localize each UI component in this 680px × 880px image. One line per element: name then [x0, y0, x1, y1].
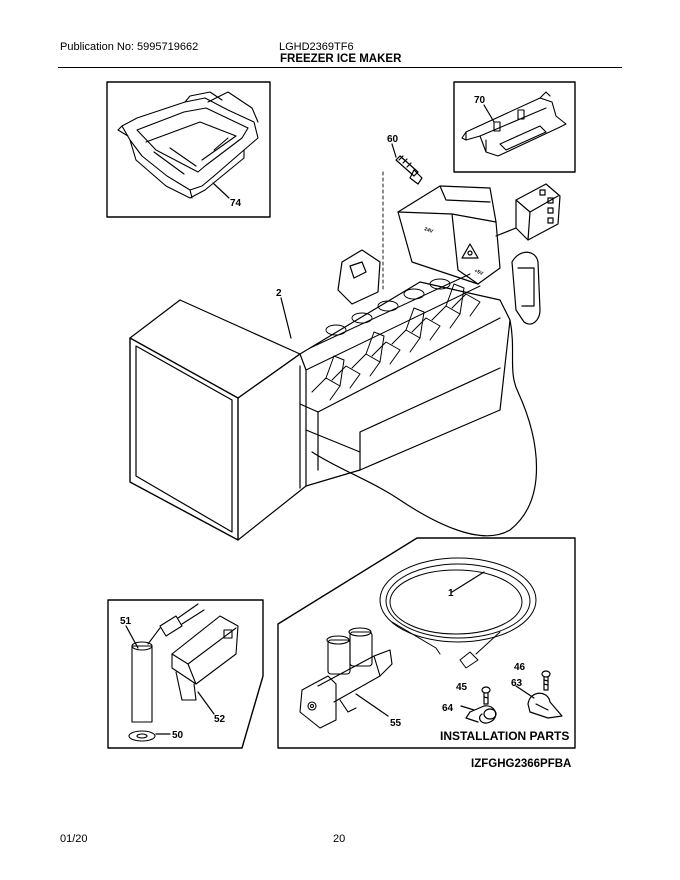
ice-bucket-inset: [106, 81, 271, 218]
label-60: 60: [387, 134, 399, 145]
diagram-code: IZFGHG2366PFBA: [471, 758, 571, 770]
fill-cup-text-1: 24V: [423, 226, 434, 235]
label-1: 1: [448, 588, 454, 599]
label-70: 70: [474, 95, 486, 106]
ejector-fingers: [305, 273, 481, 401]
label-74: 74: [230, 198, 242, 209]
water-valve: [299, 627, 393, 729]
ice-maker-assembly: [129, 183, 561, 541]
fill-tube-inset: [107, 599, 264, 749]
fill-cup-text-2: +5V: [473, 268, 484, 277]
tube-clamp-63: [527, 692, 563, 719]
model-number: LGHD2369TF6: [279, 41, 354, 53]
footer-page-number: 20: [333, 833, 346, 845]
harness-wire: [311, 251, 541, 537]
screw-45: [481, 686, 491, 705]
mounting-bracket-drawing: [461, 91, 567, 157]
wire-connector: [495, 183, 561, 241]
installation-parts-label: INSTALLATION PARTS: [440, 729, 569, 743]
label-63: 63: [511, 678, 523, 689]
label-50: 50: [172, 730, 184, 741]
ice-bucket-drawing: [117, 91, 259, 199]
screw-60: [382, 143, 423, 291]
label-64: 64: [442, 703, 454, 714]
page-title: FREEZER ICE MAKER: [280, 53, 402, 65]
label-52: 52: [214, 714, 226, 725]
label-46: 46: [514, 662, 526, 673]
installation-parts-inset: INSTALLATION PARTS: [277, 537, 576, 749]
fill-cup: [397, 185, 501, 285]
label-2: 2: [276, 288, 282, 299]
fill-tube-heater-52: [171, 615, 239, 701]
tube-clamp-64: [465, 705, 497, 724]
publication-number: Publication No: 5995719662: [60, 41, 199, 53]
header-rule: [58, 67, 622, 68]
label-51: 51: [120, 616, 132, 627]
water-tube-coil: [379, 557, 537, 669]
label-55: 55: [390, 718, 402, 729]
footer-date: 01/20: [60, 833, 88, 845]
fill-tube-drawing: [128, 603, 205, 742]
label-45: 45: [456, 682, 468, 693]
mold-cups: [325, 278, 451, 336]
screw-46: [541, 670, 551, 691]
bracket-inset: [453, 81, 576, 173]
